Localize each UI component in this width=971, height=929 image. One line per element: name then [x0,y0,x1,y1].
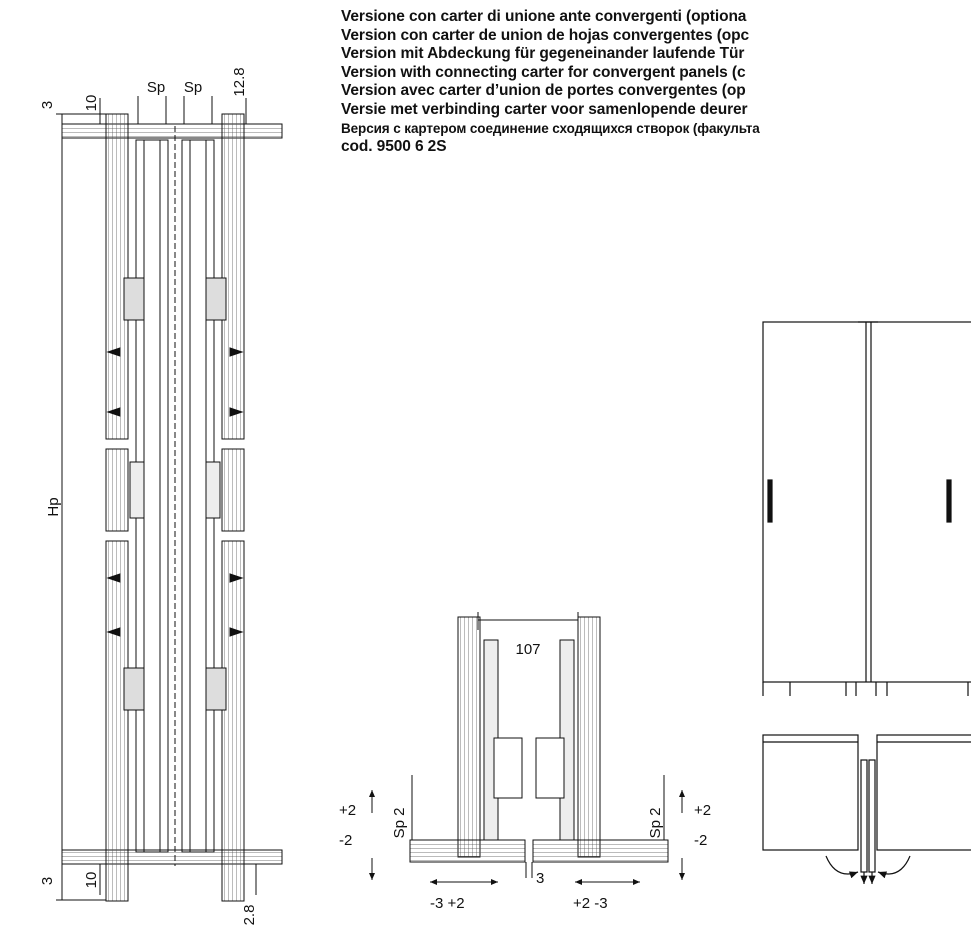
left-door-handle [767,479,773,523]
mount-arrow [106,407,121,417]
left-hardware [493,737,523,799]
left-bottom-gap: 10 [83,872,100,889]
swing-arrow-left [825,855,859,879]
mount-arrow [229,627,244,637]
right-minus-tolerance: -2 [694,832,707,849]
mount-arrow [229,573,244,583]
right-frame-middle [221,448,245,532]
top-profile [61,123,283,139]
left-sp-label: Sp [147,79,165,96]
right-side-panel [577,616,601,858]
handle-block [129,461,145,519]
mount-arrow [106,347,121,357]
right-plus-tolerance: +2 [694,802,711,819]
right-hardware [535,737,565,799]
bottom-profile [61,849,283,865]
section-sp-right: Sp 2 [647,808,664,839]
vertical-section-drawing [56,96,283,902]
bottom-right-dimension: 2.8 [241,905,258,926]
left-cabinet-plan [762,734,859,851]
left-bottom-offset: 3 [39,877,56,885]
hinge-block [205,277,227,321]
left-top-gap: 10 [83,95,100,112]
center-door-left [860,759,868,873]
height-label: Hp [45,497,62,516]
hinge-block [123,667,145,711]
right-door-handle [946,479,952,523]
swing-arrow-right [877,855,911,879]
bottom-gap-dimension: 3 [536,870,544,887]
left-minus-tolerance: -2 [339,832,352,849]
handle-block [205,461,221,519]
mount-arrow [229,347,244,357]
heading-block: Versione con carter di unione ante conve… [341,8,971,157]
center-door-right [868,759,876,873]
bottom-left-tolerance: -3 +2 [430,895,465,912]
left-base [409,839,526,863]
plan-section-drawing [369,612,685,885]
heading-line-nl: Versie met verbinding carter voor samenl… [341,100,748,118]
heading-line-en: Version with connecting carter for conve… [341,63,746,81]
heading-line-de: Version mit Abdeckung für gegeneinander … [341,45,745,63]
width-dimension: 107 [515,641,540,658]
left-frame-upper [105,113,129,440]
product-code: cod. 9500 6 2S [341,138,447,156]
heading-line-ru: Версия с картером соединение сходящихся … [341,120,760,136]
hinge-block [123,277,145,321]
right-base [532,839,669,863]
left-top-offset: 3 [39,101,56,109]
right-cabinet-plan [876,734,971,851]
heading-line-es: Version con carter de union de hojas con… [341,26,750,44]
right-sp-label: Sp [184,79,202,96]
right-frame-upper [221,113,245,440]
left-side-panel [457,616,481,858]
heading-line-fr: Version avec carter d’union de portes co… [341,82,746,100]
door-elevation-drawing [762,321,971,884]
bottom-right-tolerance: +2 -3 [573,895,608,912]
hinge-block [205,667,227,711]
wardrobe-front [762,321,971,683]
mount-arrow [106,627,121,637]
right-frame-lower [221,540,245,902]
top-right-dimension: 12.8 [231,67,248,96]
mount-arrow [229,407,244,417]
left-plus-tolerance: +2 [339,802,356,819]
mount-arrow [106,573,121,583]
heading-line-it: Versione con carter di unione ante conve… [341,8,747,25]
left-frame-lower [105,540,129,902]
section-sp-left: Sp 2 [391,808,408,839]
left-frame-middle [105,448,129,532]
